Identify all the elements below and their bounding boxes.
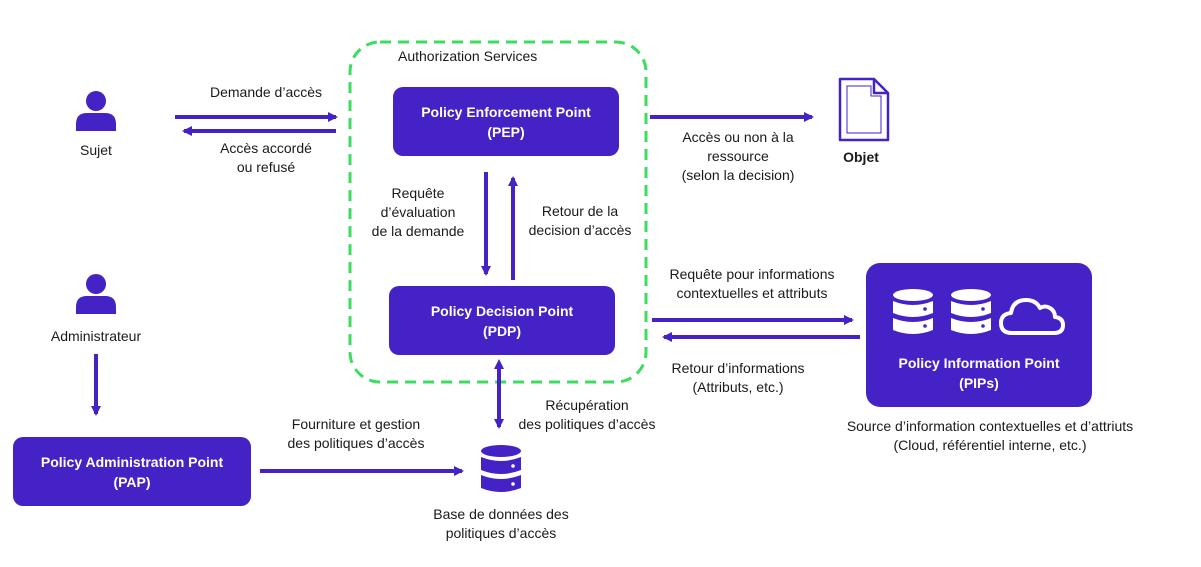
label-decision-return: Retour de la decision d’accès: [528, 203, 632, 238]
user-icon: [76, 91, 116, 131]
authorization-services-title: Authorization Services: [398, 48, 538, 64]
pdp-title: Policy Decision Point: [430, 302, 574, 319]
database-label: Base de données des politiques d’accès: [433, 506, 569, 541]
label-resource-access: Accès ou non à la ressource (selon la de…: [681, 129, 795, 183]
pdp-box: Policy Decision Point (PDP): [389, 286, 615, 355]
pip-icons: [893, 289, 1065, 335]
label-info-request: Requête pour informations contextuelles …: [669, 266, 835, 301]
pap-title: Policy Administration Point: [40, 453, 224, 470]
label-access-answer: Accès accordé ou refusé: [220, 140, 312, 175]
label-info-return: Retour d’informations (Attributs, etc.): [671, 360, 805, 395]
database-icon: [481, 445, 521, 492]
pip-box: Policy Information Point (PIPs): [866, 263, 1092, 407]
label-access-request: Demande d’accès: [209, 84, 323, 100]
cloud-icon: [999, 298, 1065, 335]
label-eval-request: Requête d’évaluation de la demande: [371, 185, 465, 239]
pip-source-label: Source d’information contextuelles et d’…: [846, 418, 1134, 453]
pep-title: Policy Enforcement Point: [421, 103, 591, 120]
subject-label: Sujet: [80, 142, 112, 158]
database-icon: [951, 289, 991, 334]
pdp-acronym: (PDP): [482, 322, 522, 339]
database-icon: [893, 289, 933, 334]
label-policy-supply: Fourniture et gestion des politiques d’a…: [287, 416, 425, 451]
pip-acronym: (PIPs): [959, 375, 999, 391]
pap-box: Policy Administration Point (PAP): [13, 437, 251, 506]
pep-box: Policy Enforcement Point (PEP): [393, 87, 619, 156]
user-icon: [76, 274, 116, 314]
pep-acronym: (PEP): [487, 123, 525, 140]
object-label: Objet: [843, 149, 879, 165]
document-icon: [838, 77, 890, 142]
label-policy-retrieval: Récupération des politiques d’accès: [518, 397, 656, 432]
pap-acronym: (PAP): [113, 473, 151, 490]
pip-title: Policy Information Point: [898, 355, 1060, 371]
admin-label: Administrateur: [50, 328, 142, 344]
